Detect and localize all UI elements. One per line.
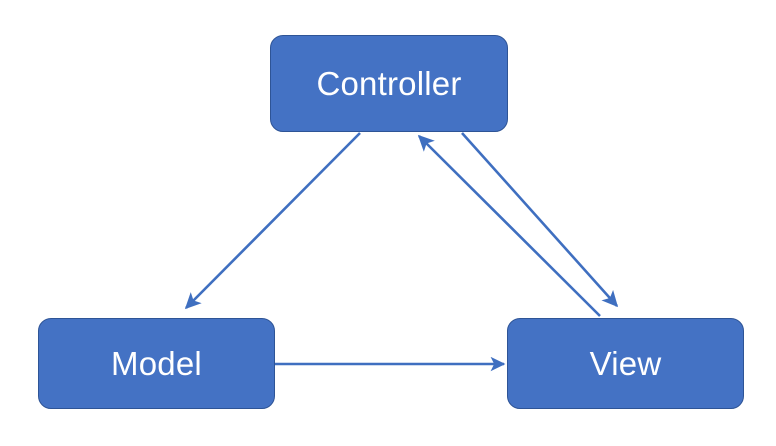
node-model-label: Model <box>111 345 202 382</box>
node-controller[interactable]: Controller <box>270 35 508 132</box>
edge-controller-to-model <box>184 132 361 310</box>
node-model[interactable]: Model <box>38 318 275 409</box>
node-controller-label: Controller <box>316 65 462 102</box>
edge-controller-to-view <box>461 132 619 308</box>
node-view-label: View <box>589 345 662 382</box>
node-view[interactable]: View <box>507 318 744 409</box>
edge-view-to-controller <box>417 134 601 317</box>
